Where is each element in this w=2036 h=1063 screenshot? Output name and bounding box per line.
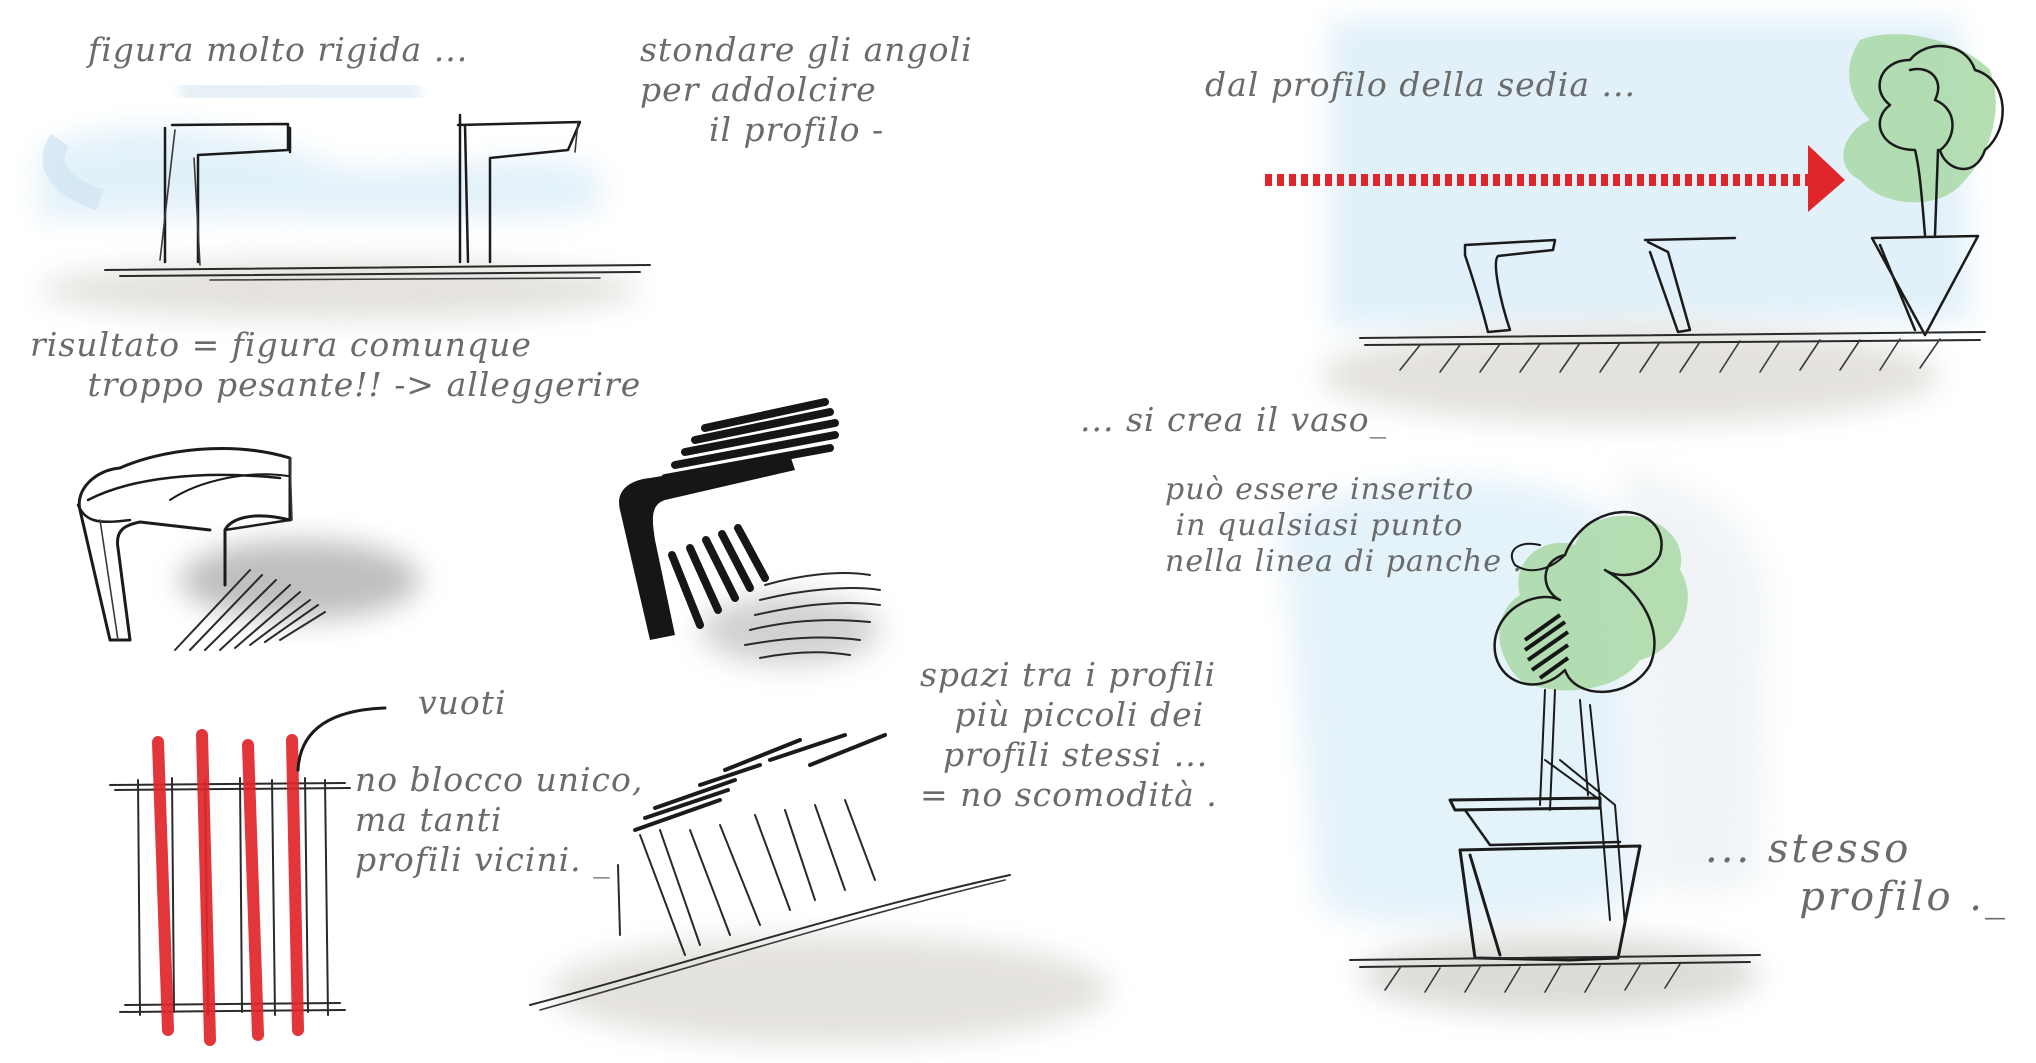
note-round-corners: stondare gli angoli per addolcire il pro… [640,30,973,150]
note-same-profile: ... stesso profilo ._ [1705,825,2008,921]
note-no-single-block: no blocco unico, ma tanti profili vicini… [355,760,643,880]
sketch-lightened-profiles [619,402,880,665]
note-insert-anywhere: può essere inserito in qualsiasi punto n… [1165,472,1523,580]
note-rigid-figure: figura molto rigida ... [88,30,468,70]
note-result-heavy: risultato = figura comunque troppo pesan… [30,325,641,405]
sketch-voids-grid [110,708,385,1040]
note-vase-created: ... si crea il vaso_ [1080,400,1387,440]
note-chair-profile: dal profilo della sedia ... [1205,65,1636,105]
note-voids: vuoti [418,683,507,723]
sketch-soft-bench [78,449,420,650]
note-spaces-between: spazi tra i profili più piccoli dei prof… [920,655,1218,815]
sketch-rigid-profiles [40,87,650,320]
